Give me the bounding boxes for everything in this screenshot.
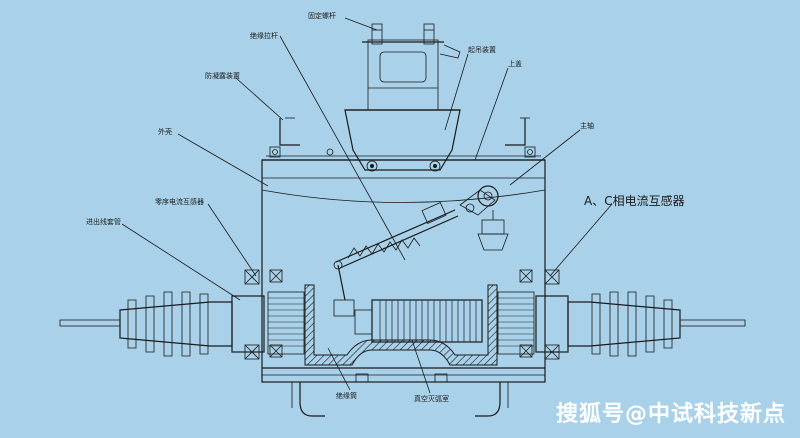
insulating-rod — [333, 202, 459, 317]
label-insulating-cylinder: 绝缘筒 — [336, 391, 357, 400]
main-shaft — [459, 185, 509, 251]
label-main-shaft: 主轴 — [580, 121, 594, 130]
label-insulating-rod: 绝缘拉杆 — [250, 31, 278, 40]
lifting-device — [326, 23, 461, 172]
left-bushing — [59, 291, 265, 357]
label-lifting-device: 起吊装置 — [468, 45, 496, 54]
right-bushing — [535, 291, 746, 357]
mounting-feet — [291, 373, 509, 417]
callout-labels: 固定螺杆 绝缘拉杆 起吊装置 防凝露装置 上盖 外壳 主轴 零序电流互感器 A、… — [86, 11, 685, 403]
label-vacuum-interrupter: 真空灭弧室 — [414, 394, 449, 403]
vacuum-interrupter — [354, 299, 483, 343]
top-cover — [262, 117, 545, 161]
insulating-cylinder — [304, 284, 498, 366]
label-outlet-bushing: 进出线套管 — [86, 217, 121, 226]
ct-markers — [244, 269, 560, 360]
label-zero-seq-ct: 零序电流互感器 — [155, 197, 204, 206]
label-anti-condensation: 防凝露装置 — [205, 71, 240, 80]
watermark: 搜狐号@中试科技新点 — [555, 402, 786, 427]
leader-lines — [121, 17, 613, 394]
label-fixed-bolt: 固定螺杆 — [308, 11, 336, 20]
label-top-cover: 上盖 — [508, 59, 522, 68]
left-bellows — [267, 291, 535, 355]
label-ac-phase-ct: A、C相电流互感器 — [584, 193, 685, 208]
label-shell: 外壳 — [158, 127, 172, 136]
